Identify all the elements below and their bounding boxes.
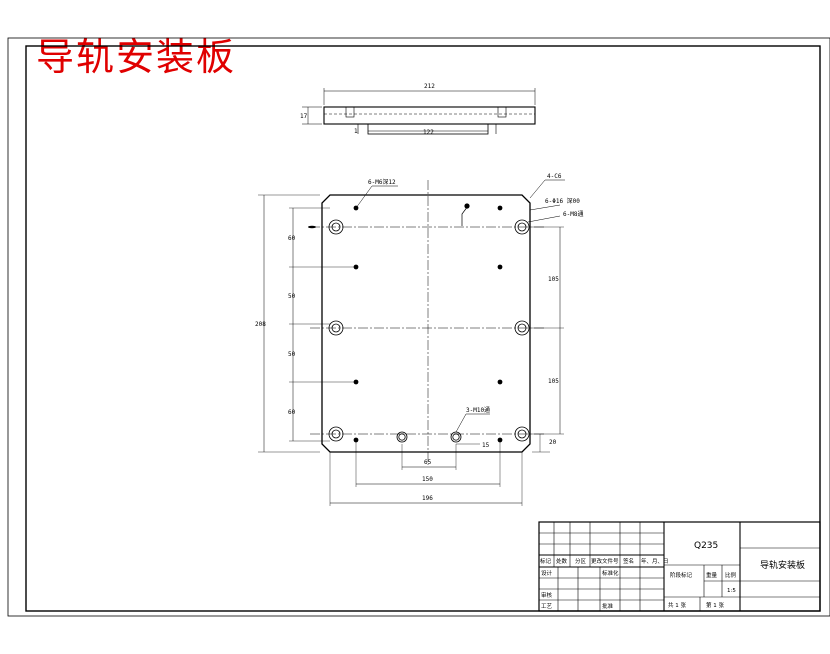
note-corner: 4-C6 <box>547 173 562 180</box>
side-view-plate <box>323 106 536 125</box>
label-approve: 批准 <box>602 602 614 610</box>
row-label-zone: 分区 <box>575 557 587 565</box>
outer-frame <box>7 37 830 617</box>
dim-small: 15 <box>482 442 490 449</box>
dim-right-2: 105 <box>548 378 559 385</box>
label-sheet-no: 第 1 张 <box>706 601 724 609</box>
dim-overall-height: 208 <box>255 321 266 328</box>
scale-value: 1:5 <box>727 588 736 594</box>
note-hole-4: 3-M10通 <box>466 406 490 414</box>
label-process: 工艺 <box>541 603 553 610</box>
label-weight: 重量 <box>706 571 718 579</box>
dim-thickness: 17 <box>300 113 308 120</box>
row-label-date: 年、月、日 <box>641 557 669 565</box>
drawing-title: 导轨安装板 <box>36 35 237 79</box>
label-standardization: 标准化 <box>602 569 619 577</box>
inner-border <box>25 45 821 612</box>
material-label: Q235 <box>694 541 718 551</box>
dim-left-1: 60 <box>288 235 296 242</box>
label-design: 设计 <box>541 569 553 577</box>
row-label-change: 更改文件号 <box>591 557 619 565</box>
row-label-mark: 标记 <box>540 557 552 565</box>
title-block <box>538 521 821 612</box>
row-label-sign: 签名 <box>623 557 634 565</box>
dim-slot-width: 122 <box>423 129 434 136</box>
dim-bottom-2: 150 <box>422 476 433 483</box>
label-scale: 比例 <box>725 571 737 579</box>
part-name: 导轨安装板 <box>760 559 805 571</box>
tapped-holes <box>308 203 503 443</box>
dim-right-1: 105 <box>548 276 559 283</box>
dim-small-label: 1 <box>354 128 358 135</box>
label-check: 审核 <box>541 591 553 599</box>
label-stage-mark: 阶段标记 <box>670 571 693 579</box>
row-label-count: 处数 <box>556 557 568 565</box>
dim-overall-width: 212 <box>424 83 435 90</box>
plan-view <box>258 179 565 506</box>
side-view <box>302 88 536 135</box>
dim-bottom-3: 196 <box>422 495 433 502</box>
dim-bottom-1: 65 <box>424 459 432 466</box>
note-hole-2: 6-Φ16 深00 <box>545 197 580 205</box>
dim-left-4: 60 <box>288 409 296 416</box>
note-hole-3: 6-M8通 <box>563 210 583 218</box>
plate-outline <box>321 194 531 453</box>
dim-right-3: 20 <box>549 439 557 446</box>
counterbore-holes <box>328 219 530 442</box>
label-sheets: 共 1 张 <box>668 601 686 609</box>
note-hole-1: 6-M6深12 <box>368 178 396 186</box>
dim-left-3: 50 <box>288 351 296 358</box>
dim-left-2: 50 <box>288 293 296 300</box>
